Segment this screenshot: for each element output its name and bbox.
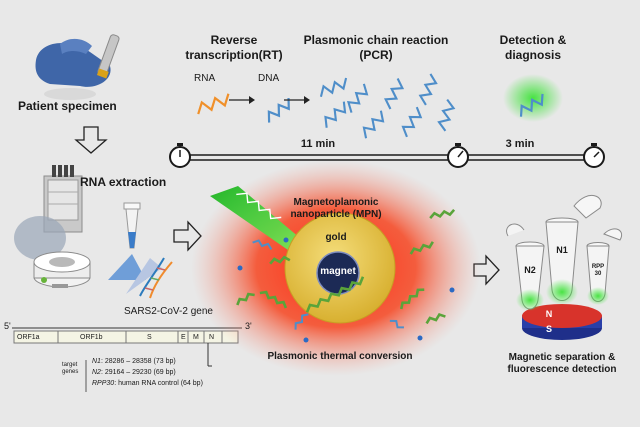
stopwatch-icon [447,143,469,168]
probe-dots [237,237,455,343]
rpp30-name: RPP30 [92,380,115,387]
laser-beam [210,186,300,250]
tube-n2 [506,223,545,311]
dna-helix-icon [139,257,173,299]
dna-label: DNA [258,73,280,84]
centrifuge-illustration [14,165,91,288]
gold-label: gold [325,232,347,243]
target-genes-line2: genes [62,369,79,375]
n1-name: N1 [92,358,101,365]
tube-rpp30-label-line2: 30 [594,271,602,277]
pcr-arrow [284,96,310,104]
patient-specimen-label: Patient specimen [18,99,117,113]
segment-orf1b: ORF1b [80,334,103,341]
rna-extraction-label: RNA extraction [80,175,167,189]
magnet-north-label: N [545,309,553,319]
timeline-segment1-label: 11 min [300,138,336,150]
n2-name: N2 [92,369,101,376]
rt-arrow [229,96,255,104]
segment-n: N [209,334,215,341]
n2-target: N2: 29164 – 29230 (69 bp) [92,369,176,377]
segment-orf1a: ORF1a [17,334,40,341]
amplified-dna-strands [319,73,456,139]
right-arrow [173,220,202,252]
gene-label: SARS2-CoV-2 gene [124,306,213,317]
plasmonic-caption: Plasmonic thermal conversion [267,351,413,362]
tube-n2-label: N2 [524,265,536,275]
rna-label: RNA [194,73,216,84]
tube-rpp30 [586,228,622,305]
segment-m: M [193,334,199,341]
dna-strand [267,97,290,123]
n1-target: N1: 28286 – 28358 (73 bp) [92,358,176,366]
tube-n1-label: N1 [556,245,568,255]
detection-glow [503,74,563,122]
timeline [190,154,584,161]
rna-strand [197,93,230,115]
pipette-tube-illustration [108,202,162,294]
stopwatch-icon [169,143,191,168]
timeline-segment2-label: 3 min [505,138,535,150]
five-prime-label: 5' [4,321,11,331]
magnet-south-label: S [545,324,553,334]
detection-title-line1: Detection & [499,33,567,47]
rpp30-desc: : human RNA control (64 bp) [114,380,203,387]
magnet-base [522,304,602,340]
stopwatch-icon [583,143,605,168]
pcr-title-line2: (PCR) [359,48,393,62]
n1-range: : 28286 – 28358 (73 bp) [100,358,176,365]
pcr-title-line1: Plasmonic chain reaction [303,33,449,47]
detection-title-line2: diagnosis [504,48,562,62]
tube-n1 [545,195,602,305]
dna-fragments [236,208,456,325]
n2-range: : 29164 – 29230 (69 bp) [100,369,176,376]
mpn-label-line2: nanoparticle (MPN) [290,209,382,220]
separation-caption-line2: fluorescence detection [507,364,617,375]
target-genes-line1: target [62,362,78,368]
segment-s: S [147,334,152,341]
tube-rpp30-label-line1: RPP [591,264,605,270]
patient-specimen-illustration [35,34,120,100]
rt-title-line2: transcription(RT) [185,48,283,62]
rt-title-line1: Reverse [210,33,258,47]
three-prime-label: 3' [245,321,252,331]
separation-caption-line1: Magnetic separation & [508,352,616,363]
down-arrow [74,126,108,154]
rpp30-target: RPP30: human RNA control (64 bp) [92,380,203,388]
magnet-label: magnet [320,266,356,277]
dna-fragments-blue [252,239,404,330]
mpn-label-line1: Magnetoplamonic [293,197,379,208]
segment-e: E [181,334,186,341]
